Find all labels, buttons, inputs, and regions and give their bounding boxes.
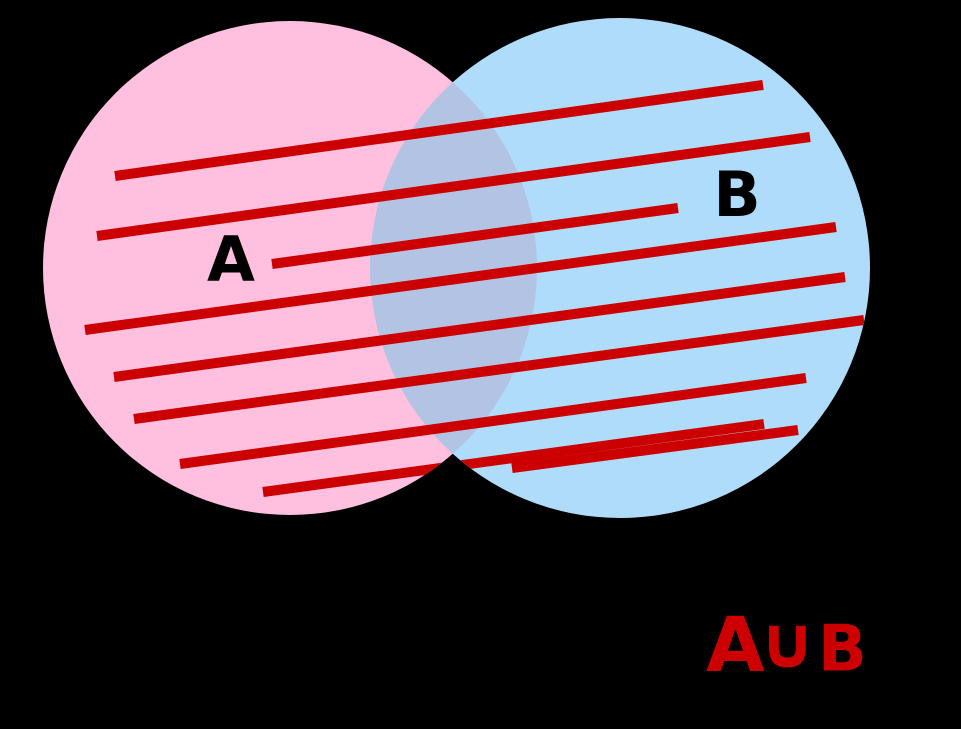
hatch-line — [84, 222, 837, 335]
union-caption: A ∪ B — [706, 600, 867, 689]
caption-letter-a: A — [706, 600, 765, 689]
union-hatching — [84, 80, 865, 497]
intersection-lens-group — [370, 21, 537, 515]
hatch-line — [262, 419, 765, 497]
hatch-line — [113, 272, 846, 382]
set-a-label: A — [207, 223, 255, 296]
hatch-line — [133, 315, 865, 424]
hatch-line — [511, 425, 799, 473]
caption-union-symbol: ∪ — [758, 601, 816, 685]
intersection-lens — [370, 21, 537, 515]
hatch-line — [179, 373, 807, 469]
set-b-label: B — [713, 158, 760, 231]
hatch-line — [114, 80, 764, 181]
hatch-line — [271, 203, 679, 269]
hatch-line — [96, 132, 811, 241]
caption-letter-b: B — [818, 613, 867, 687]
